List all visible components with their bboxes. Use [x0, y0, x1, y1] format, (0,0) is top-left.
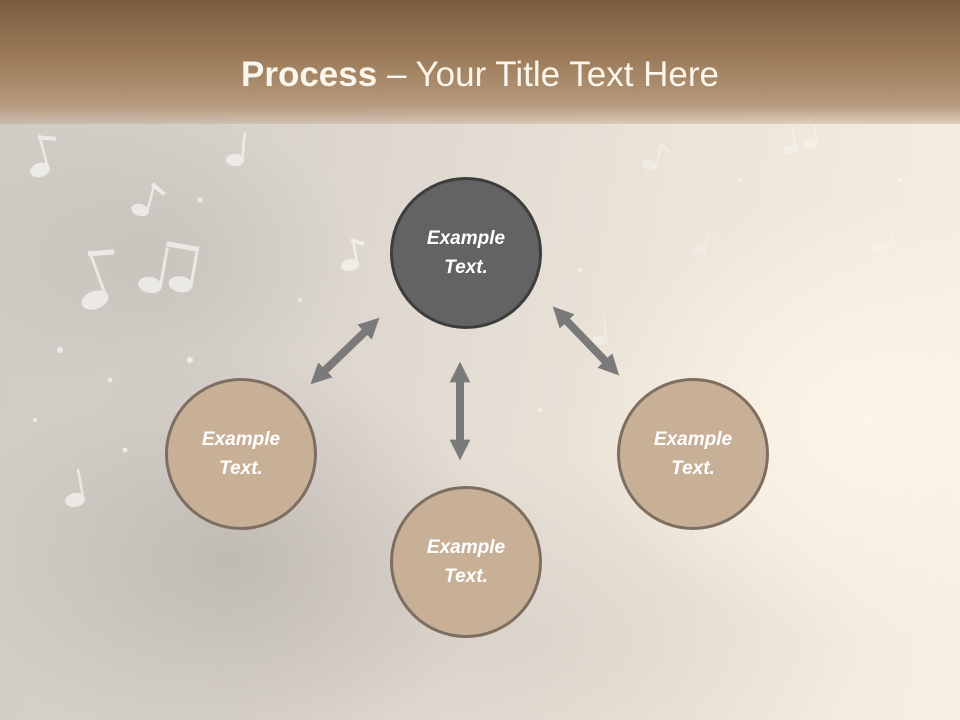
process-node-right: Example Text.	[617, 378, 769, 530]
node-right-line1: Example	[653, 429, 733, 450]
music-note-icon	[872, 229, 895, 256]
music-note-icon	[81, 249, 115, 310]
music-note-icon	[131, 182, 166, 217]
music-note-icon	[693, 230, 716, 256]
music-note-icon	[226, 132, 246, 167]
title-bold: Process	[241, 55, 378, 94]
node-top-line1: Example	[426, 228, 506, 249]
music-note-icon	[138, 241, 200, 294]
process-node-bottom: Example Text.	[390, 486, 542, 638]
node-bottom-line1: Example	[426, 537, 506, 558]
title-rest: – Your Title Text Here	[377, 55, 719, 94]
node-left-line2: Text.	[219, 458, 263, 479]
process-node-top: Example Text.	[390, 177, 542, 329]
music-note-icon	[341, 237, 365, 272]
node-top-line2: Text.	[444, 257, 488, 278]
music-note-icon	[65, 468, 85, 508]
music-note-icon	[30, 134, 56, 178]
title-banner	[0, 0, 960, 124]
node-left-line1: Example	[201, 429, 281, 450]
arrow-top-right	[552, 306, 620, 376]
slide-title: Process – Your Title Text Here	[0, 52, 960, 98]
arrow-top-left	[310, 317, 380, 385]
process-node-left: Example Text.	[165, 378, 317, 530]
node-bottom-line2: Text.	[444, 566, 488, 587]
music-note-icon	[642, 143, 671, 171]
node-right-line2: Text.	[671, 458, 715, 479]
